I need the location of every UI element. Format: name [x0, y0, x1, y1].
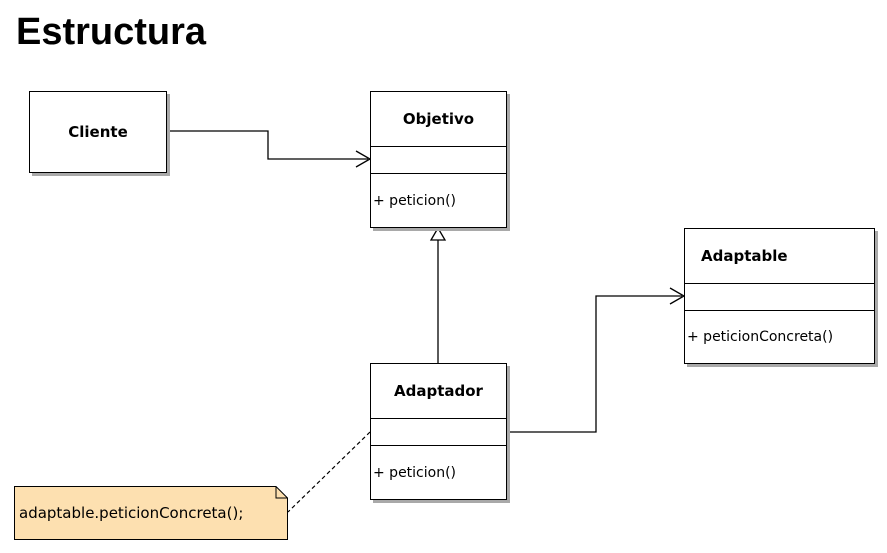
- class-adaptador[interactable]: Adaptador + peticion(): [370, 363, 507, 500]
- class-cliente[interactable]: Cliente: [29, 91, 167, 173]
- class-adaptador-operation: + peticion(): [371, 445, 506, 499]
- note[interactable]: adaptable.peticionConcreta();: [14, 486, 288, 540]
- class-objetivo-attributes: [371, 146, 506, 173]
- class-objetivo-operation: + peticion(): [371, 173, 506, 227]
- association-cliente-objetivo: [167, 130, 368, 160]
- class-adaptable[interactable]: Adaptable + peticionConcreta(): [684, 228, 875, 364]
- class-adaptable-operation: + peticionConcreta(): [685, 310, 874, 363]
- association-adaptador-adaptable: [507, 295, 682, 433]
- class-adaptador-name: Adaptador: [394, 382, 483, 400]
- note-shape: [14, 486, 288, 540]
- note-link: [287, 431, 371, 513]
- note-text: adaptable.peticionConcreta();: [19, 504, 244, 522]
- class-adaptable-name: Adaptable: [701, 247, 788, 265]
- generalization-triangle: [429, 226, 447, 241]
- class-adaptador-attributes: [371, 418, 506, 445]
- page-title: Estructura: [16, 11, 207, 53]
- class-cliente-name: Cliente: [68, 123, 128, 141]
- class-objetivo[interactable]: Objetivo + peticion(): [370, 91, 507, 228]
- class-objetivo-name: Objetivo: [402, 110, 475, 128]
- class-adaptable-attributes: [685, 283, 874, 310]
